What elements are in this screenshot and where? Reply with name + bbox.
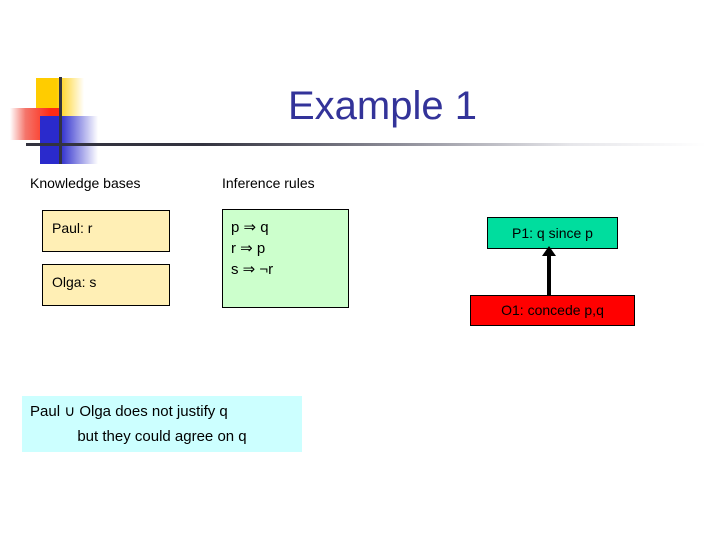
- page-title: Example 1: [288, 84, 477, 128]
- header-horizontal-rule: [26, 143, 706, 146]
- inference-rules-header: Inference rules: [222, 175, 315, 191]
- attack-arrow-shaft: [547, 254, 551, 296]
- attack-arrow-head-icon: [542, 246, 556, 256]
- inference-rule-2: r ⇒ p: [231, 240, 266, 257]
- dialogue-move-proponent: P1: q since p: [487, 217, 618, 249]
- knowledge-base-label-olga: Olga: s: [52, 274, 97, 290]
- knowledge-base-label-paul: Paul: r: [52, 220, 93, 236]
- inference-rule-3: s ⇒ ¬r: [231, 261, 274, 278]
- conclusion-line-1: Paul ∪ Olga does not justify q: [30, 403, 228, 420]
- logo-blue-rectangle: [40, 116, 98, 164]
- inference-rules-box: p ⇒ q r ⇒ p s ⇒ ¬r: [222, 209, 349, 308]
- knowledge-bases-header: Knowledge bases: [30, 175, 141, 191]
- dialogue-move-opponent: O1: concede p,q: [470, 295, 635, 326]
- inference-rule-1: p ⇒ q: [231, 219, 269, 236]
- dialogue-move-opponent-label: O1: concede p,q: [501, 302, 604, 318]
- knowledge-base-box-paul: Paul: r: [42, 210, 170, 252]
- logo-vertical-rule: [59, 77, 62, 164]
- knowledge-base-box-olga: Olga: s: [42, 264, 170, 306]
- dialogue-move-proponent-label: P1: q since p: [512, 225, 593, 241]
- conclusion-line-2: but they could agree on q: [77, 428, 247, 445]
- conclusion-box: Paul ∪ Olga does not justify q but they …: [22, 396, 302, 452]
